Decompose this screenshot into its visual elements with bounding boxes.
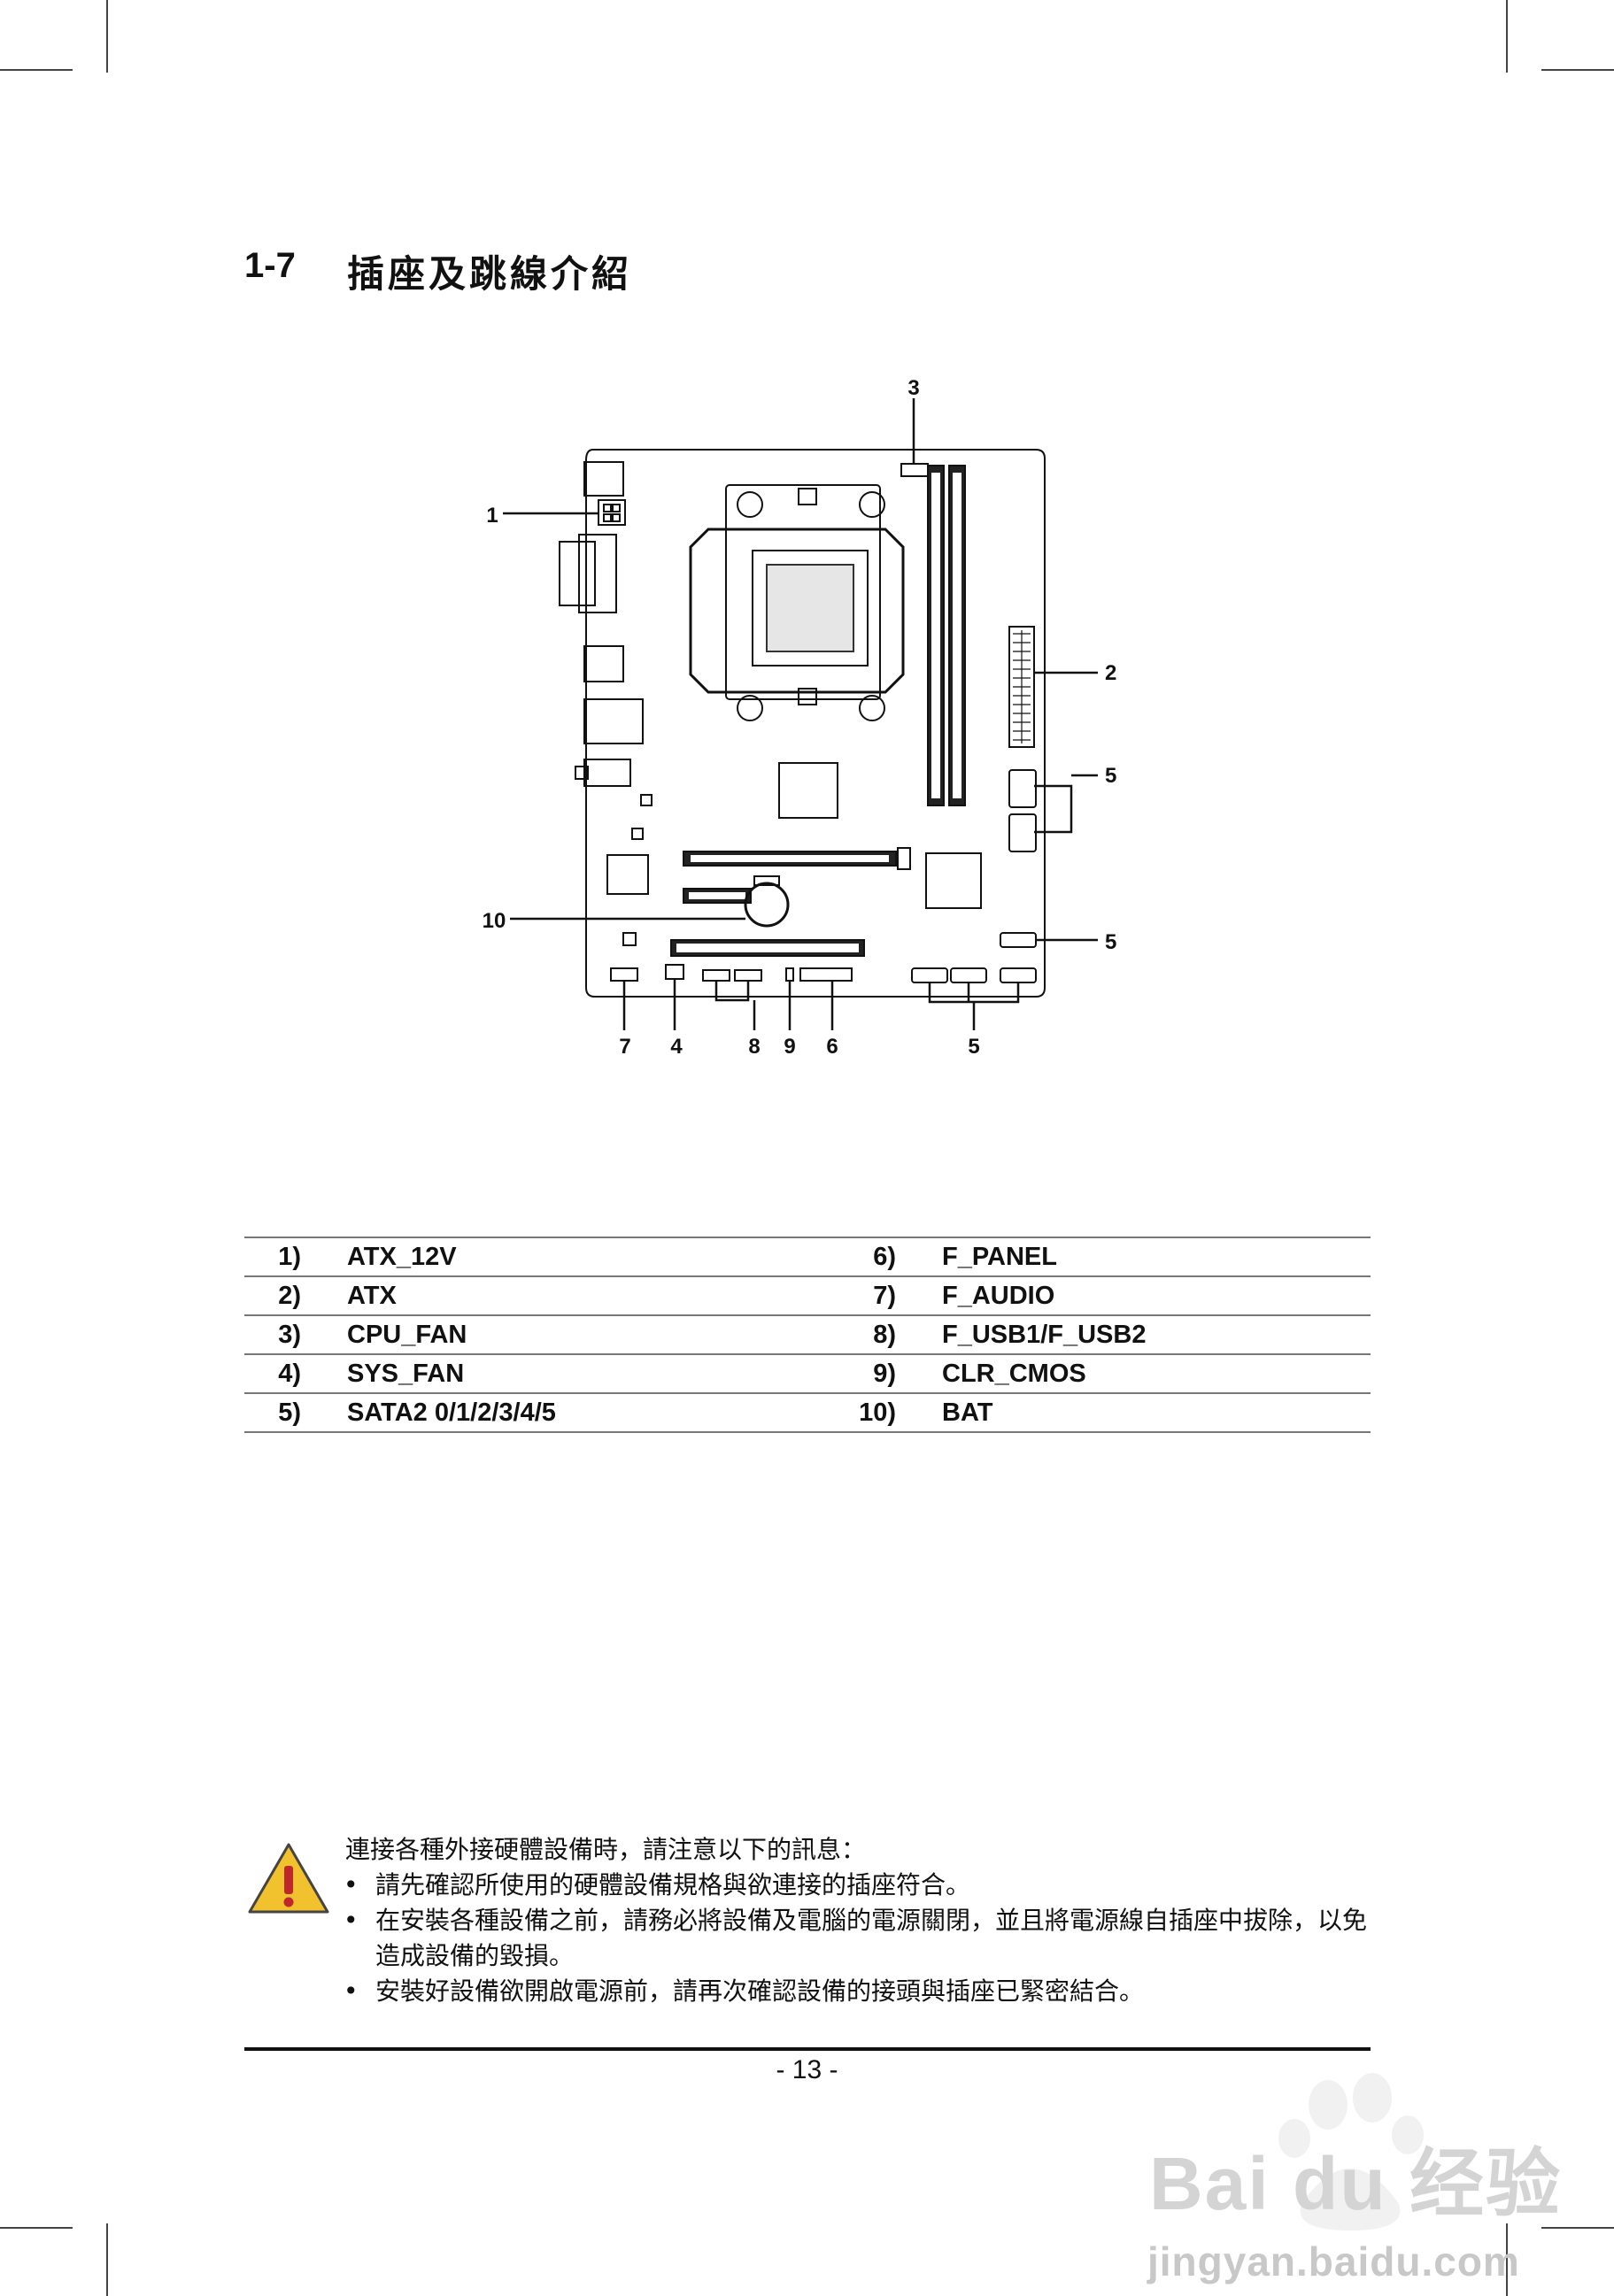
crop-mark <box>0 2227 73 2229</box>
crop-mark <box>1541 2227 1614 2229</box>
notice-item: • 安裝好設備欲開啟電源前，請再次確認設備的接頭與插座已緊密結合。 <box>344 1974 1385 2009</box>
callout-5c: 5 <box>968 1035 979 1059</box>
connector-name: SATA2 0/1/2/3/4/5 <box>301 1393 843 1433</box>
connector-number: 1) <box>244 1237 301 1277</box>
callout-4: 4 <box>670 1035 683 1059</box>
f-usb1-header <box>702 969 730 982</box>
connector-name: CLR_CMOS <box>896 1354 1371 1394</box>
io-usb <box>583 645 624 682</box>
table-row: 2) ATX 7) F_AUDIO <box>244 1276 1371 1316</box>
footer-rule <box>244 2047 1371 2051</box>
connector-number: 9) <box>843 1354 896 1394</box>
connector-name: F_AUDIO <box>896 1276 1371 1316</box>
callout-1: 1 <box>486 504 498 528</box>
northbridge-chip <box>778 762 838 819</box>
callout-3: 3 <box>907 376 919 400</box>
bullet: • <box>344 1976 359 2006</box>
f-panel-header <box>799 967 853 982</box>
connector-name: SYS_FAN <box>301 1354 843 1394</box>
connector-name: ATX <box>301 1276 843 1316</box>
southbridge-chip <box>925 852 982 909</box>
notice-item-text: 安裝好設備欲開啟電源前，請再次確認設備的接頭與插座已緊密結合。 <box>375 1976 1145 2006</box>
connector-name: BAT <box>896 1393 1371 1433</box>
crop-mark <box>1541 69 1614 71</box>
bullet: • <box>344 1870 359 1899</box>
table-row: 3) CPU_FAN 8) F_USB1/F_USB2 <box>244 1315 1371 1355</box>
connector-number: 7) <box>843 1276 896 1316</box>
atx-connector <box>1008 626 1035 748</box>
sata-port <box>1000 967 1037 983</box>
callout-5a: 5 <box>1105 764 1116 788</box>
callout-5b: 5 <box>1105 930 1116 954</box>
notice-item-text: 在安裝各種設備之前，請務必將設備及電腦的電源關閉，並且將電源線自插座中拔除，以免… <box>375 1906 1368 1970</box>
table-row: 1) ATX_12V 6) F_PANEL <box>244 1237 1371 1277</box>
callout-9: 9 <box>784 1035 795 1059</box>
callout-8: 8 <box>748 1035 760 1059</box>
f-audio-header <box>610 967 638 982</box>
notice-list: • 請先確認所使用的硬體設備規格與欲連接的插座符合。 • 在安裝各種設備之前，請… <box>344 1868 1385 2009</box>
callout-2: 2 <box>1105 661 1116 685</box>
section-number: 1-7 <box>244 246 296 285</box>
connector-number: 6) <box>843 1237 896 1277</box>
notice-item: • 在安裝各種設備之前，請務必將設備及電腦的電源關閉，並且將電源線自插座中拔除，… <box>344 1903 1385 1974</box>
connector-number: 4) <box>244 1354 301 1394</box>
io-audio <box>583 759 631 787</box>
baidu-paw-watermark-icon <box>1278 2073 1424 2231</box>
cpu-socket-frame <box>689 528 905 694</box>
connector-number: 3) <box>244 1315 301 1355</box>
io-lan <box>583 698 644 744</box>
sata-port <box>1000 932 1037 948</box>
connector-name: F_USB1/F_USB2 <box>896 1315 1371 1355</box>
notice-intro: 連接各種外接硬體設備時，請注意以下的訊息： <box>345 1835 867 1864</box>
connector-number: 10) <box>843 1393 896 1433</box>
sata-port <box>1008 769 1037 808</box>
callout-10: 10 <box>483 909 506 933</box>
notice-item: • 請先確認所使用的硬體設備規格與欲連接的插座符合。 <box>344 1868 1385 1903</box>
hardware-notice: 連接各種外接硬體設備時，請注意以下的訊息： • 請先確認所使用的硬體設備規格與欲… <box>344 1832 1385 2009</box>
sata-port <box>950 967 987 983</box>
connector-name: F_PANEL <box>896 1237 1371 1277</box>
connector-name: CPU_FAN <box>301 1315 843 1355</box>
warning-icon <box>248 1843 329 1914</box>
callout-6: 6 <box>826 1035 838 1059</box>
crop-mark <box>0 69 73 71</box>
watermark-url: jingyan.baidu.com <box>1147 2238 1520 2284</box>
table-row: 5) SATA2 0/1/2/3/4/5 10) BAT <box>244 1393 1371 1433</box>
io-ps2 <box>583 461 624 497</box>
section-title: 插座及跳線介紹 <box>347 252 633 296</box>
cpu-fan-header <box>900 463 929 477</box>
watermark-brand: Bai du 经验 <box>1149 2142 1563 2225</box>
sata-port <box>911 967 948 983</box>
cmos-battery <box>744 882 790 928</box>
connector-number: 5) <box>244 1393 301 1433</box>
crop-mark <box>1506 2223 1508 2296</box>
connector-number: 8) <box>843 1315 896 1355</box>
callout-7: 7 <box>619 1035 630 1059</box>
motherboard-layout-diagram: 1 2 3 4 5 5 5 6 7 8 9 10 <box>483 376 1117 1059</box>
notice-item-text: 請先確認所使用的硬體設備規格與欲連接的插座符合。 <box>375 1870 971 1899</box>
board-outline <box>585 449 1046 998</box>
crop-mark <box>106 2223 108 2296</box>
clr-cmos-jumper <box>785 967 794 982</box>
table-row: 4) SYS_FAN 9) CLR_CMOS <box>244 1354 1371 1394</box>
crop-mark <box>1506 0 1508 73</box>
f-usb2-header <box>734 969 762 982</box>
sys-fan-header <box>665 964 684 980</box>
io-vga <box>559 541 596 606</box>
connector-name: ATX_12V <box>301 1237 843 1277</box>
page-number: - 13 - <box>776 2055 838 2084</box>
crop-mark <box>106 0 108 73</box>
connector-number: 2) <box>244 1276 301 1316</box>
bullet: • <box>344 1906 359 1935</box>
sata-port <box>1008 813 1037 852</box>
connector-table: 1) ATX_12V 6) F_PANEL 2) ATX 7) F_AUDIO … <box>244 1237 1371 1433</box>
